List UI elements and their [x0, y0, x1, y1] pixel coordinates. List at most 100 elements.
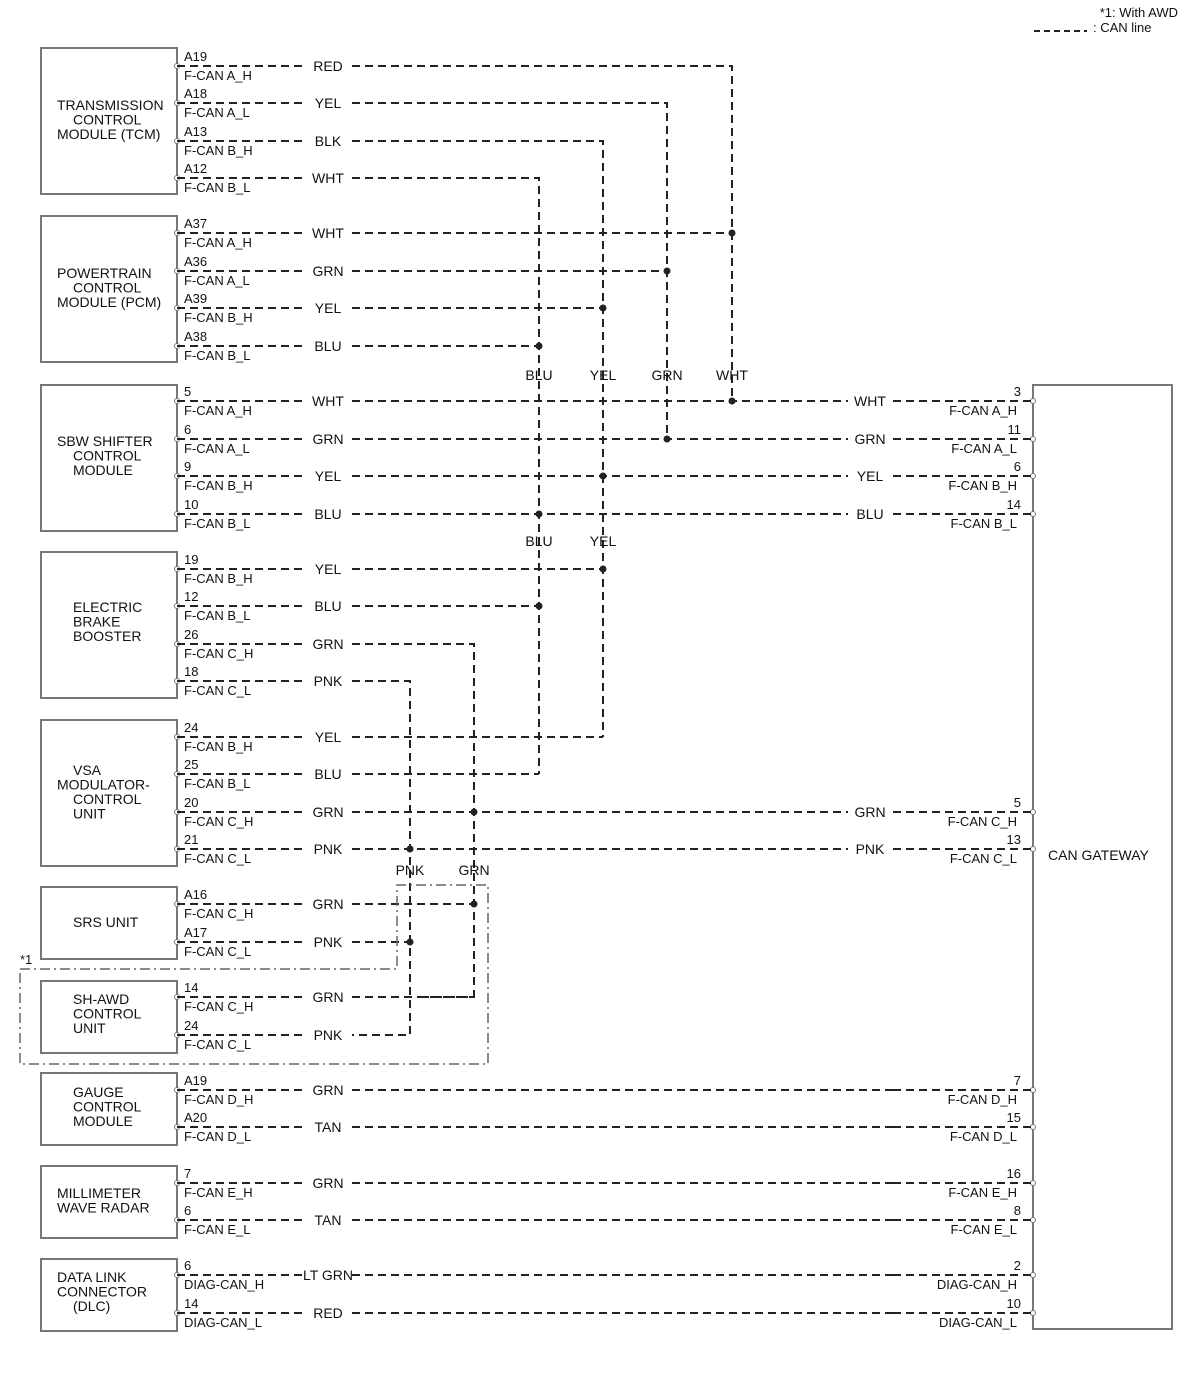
pin-signal: F-CAN C_L	[184, 1037, 251, 1052]
gateway-pin-terminal	[1030, 809, 1036, 815]
module-name-line: UNIT	[73, 806, 106, 822]
gateway-pin-signal: F-CAN B_H	[948, 478, 1017, 493]
module-box-awd	[40, 980, 178, 1054]
gateway-pin-signal: DIAG-CAN_H	[937, 1277, 1017, 1292]
splice-dot	[406, 845, 414, 853]
pin-number: 12	[184, 589, 198, 604]
wire-color-label: GRN	[312, 804, 343, 820]
gateway-pin-signal: F-CAN C_L	[950, 851, 1017, 866]
pin-signal: F-CAN C_H	[184, 999, 253, 1014]
pin-number: A13	[184, 124, 207, 139]
gateway-wire-color-label: YEL	[857, 468, 884, 484]
module-name-line: UNIT	[73, 1020, 106, 1036]
wire-color-label: PNK	[314, 934, 343, 950]
pin-number: 21	[184, 832, 198, 847]
splice-dot	[599, 304, 607, 312]
module-name-line: WAVE RADAR	[57, 1200, 150, 1216]
pin-number: A18	[184, 86, 207, 101]
wire-ebb-pnk	[352, 680, 411, 1036]
gateway-pin-terminal	[1030, 1124, 1036, 1130]
gateway-pin-signal: F-CAN E_L	[951, 1222, 1017, 1237]
wire-color-label: RED	[313, 1305, 343, 1321]
pin-signal: F-CAN B_L	[184, 516, 250, 531]
wire-color-label: BLU	[314, 338, 341, 354]
gateway-pin-number: 16	[1007, 1166, 1021, 1181]
pin-number: 6	[184, 1203, 191, 1218]
splice-dot	[599, 472, 607, 480]
module-name-line: (DLC)	[73, 1298, 110, 1314]
pin-number: 14	[184, 1296, 198, 1311]
pin-number: 5	[184, 384, 191, 399]
bus-color-label: YEL	[590, 533, 617, 549]
gateway-wire-color-label: PNK	[856, 841, 885, 857]
module-name-line: CONTROL	[73, 1006, 142, 1022]
gateway-wire-color-label: WHT	[854, 393, 886, 409]
wire-tcm-red	[352, 65, 733, 401]
pin-signal: F-CAN D_L	[184, 1129, 251, 1144]
wire-color-label: WHT	[312, 170, 344, 186]
gateway-pin-terminal	[1030, 1272, 1036, 1278]
pin-signal: F-CAN D_H	[184, 1092, 253, 1107]
wire-color-label: GRN	[312, 1082, 343, 1098]
pin-signal: F-CAN A_L	[184, 441, 250, 456]
pin-signal: DIAG-CAN_L	[184, 1315, 262, 1330]
gateway-pin-terminal	[1030, 1310, 1036, 1316]
wire-color-label: BLU	[314, 506, 341, 522]
wire-color-label: YEL	[315, 95, 342, 111]
gateway-pin-number: 13	[1007, 832, 1021, 847]
pin-signal: F-CAN B_H	[184, 478, 253, 493]
pin-number: 19	[184, 552, 198, 567]
pin-signal: F-CAN B_L	[184, 776, 250, 791]
pin-signal: F-CAN C_H	[184, 814, 253, 829]
pin-number: 6	[184, 422, 191, 437]
wire-color-label: BLU	[314, 598, 341, 614]
pin-signal: F-CAN C_H	[184, 646, 253, 661]
module-name-line: DATA LINK	[57, 1269, 127, 1285]
splice-dot	[470, 808, 478, 816]
wire-color-label: GRN	[312, 896, 343, 912]
gateway-pin-terminal	[1030, 1180, 1036, 1186]
pin-signal: F-CAN B_L	[184, 608, 250, 623]
wire-color-label: PNK	[314, 673, 343, 689]
gateway-pin-terminal	[1030, 1087, 1036, 1093]
pin-number: A38	[184, 329, 207, 344]
wire-color-label: TAN	[315, 1119, 342, 1135]
bus-color-label: WHT	[716, 367, 748, 383]
wire-color-label: BLU	[314, 766, 341, 782]
gateway-wire-color-label: GRN	[854, 431, 885, 447]
module-box-gauge	[40, 1072, 178, 1146]
pin-signal: F-CAN A_L	[184, 273, 250, 288]
gateway-pin-terminal	[1030, 398, 1036, 404]
wire-color-label: GRN	[312, 989, 343, 1005]
gateway-pin-signal: F-CAN D_L	[950, 1129, 1017, 1144]
splice-dot	[470, 900, 478, 908]
pin-signal: F-CAN C_H	[184, 906, 253, 921]
module-name-line: CONNECTOR	[57, 1284, 147, 1300]
gateway-pin-number: 2	[1014, 1258, 1021, 1273]
legend-can-line-label: : CAN line	[1093, 20, 1152, 35]
module-name-line: TRANSMISSION	[57, 97, 164, 113]
pin-number: 24	[184, 720, 198, 735]
pin-signal: F-CAN B_L	[184, 348, 250, 363]
module-name-line: MODULATOR-	[57, 777, 150, 793]
pin-signal: F-CAN C_L	[184, 944, 251, 959]
can-gateway-label: CAN GATEWAY	[1048, 847, 1150, 863]
wire-color-label: YEL	[315, 468, 342, 484]
pin-number: 26	[184, 627, 198, 642]
pin-signal: F-CAN B_L	[184, 180, 250, 195]
gateway-pin-terminal	[1030, 846, 1036, 852]
gateway-wire-color-label: BLU	[856, 506, 883, 522]
pin-number: A39	[184, 291, 207, 306]
module-name-line: MODULE	[73, 1113, 133, 1129]
pin-number: 9	[184, 459, 191, 474]
splice-dot	[599, 565, 607, 573]
pin-number: 24	[184, 1018, 198, 1033]
wire-color-label: BLK	[315, 133, 342, 149]
gateway-pin-number: 14	[1007, 497, 1021, 512]
splice-dot	[728, 229, 736, 237]
gateway-pin-signal: F-CAN D_H	[948, 1092, 1017, 1107]
pin-signal: F-CAN E_L	[184, 1222, 250, 1237]
pin-signal: F-CAN A_L	[184, 105, 250, 120]
wire-color-label: RED	[313, 58, 343, 74]
